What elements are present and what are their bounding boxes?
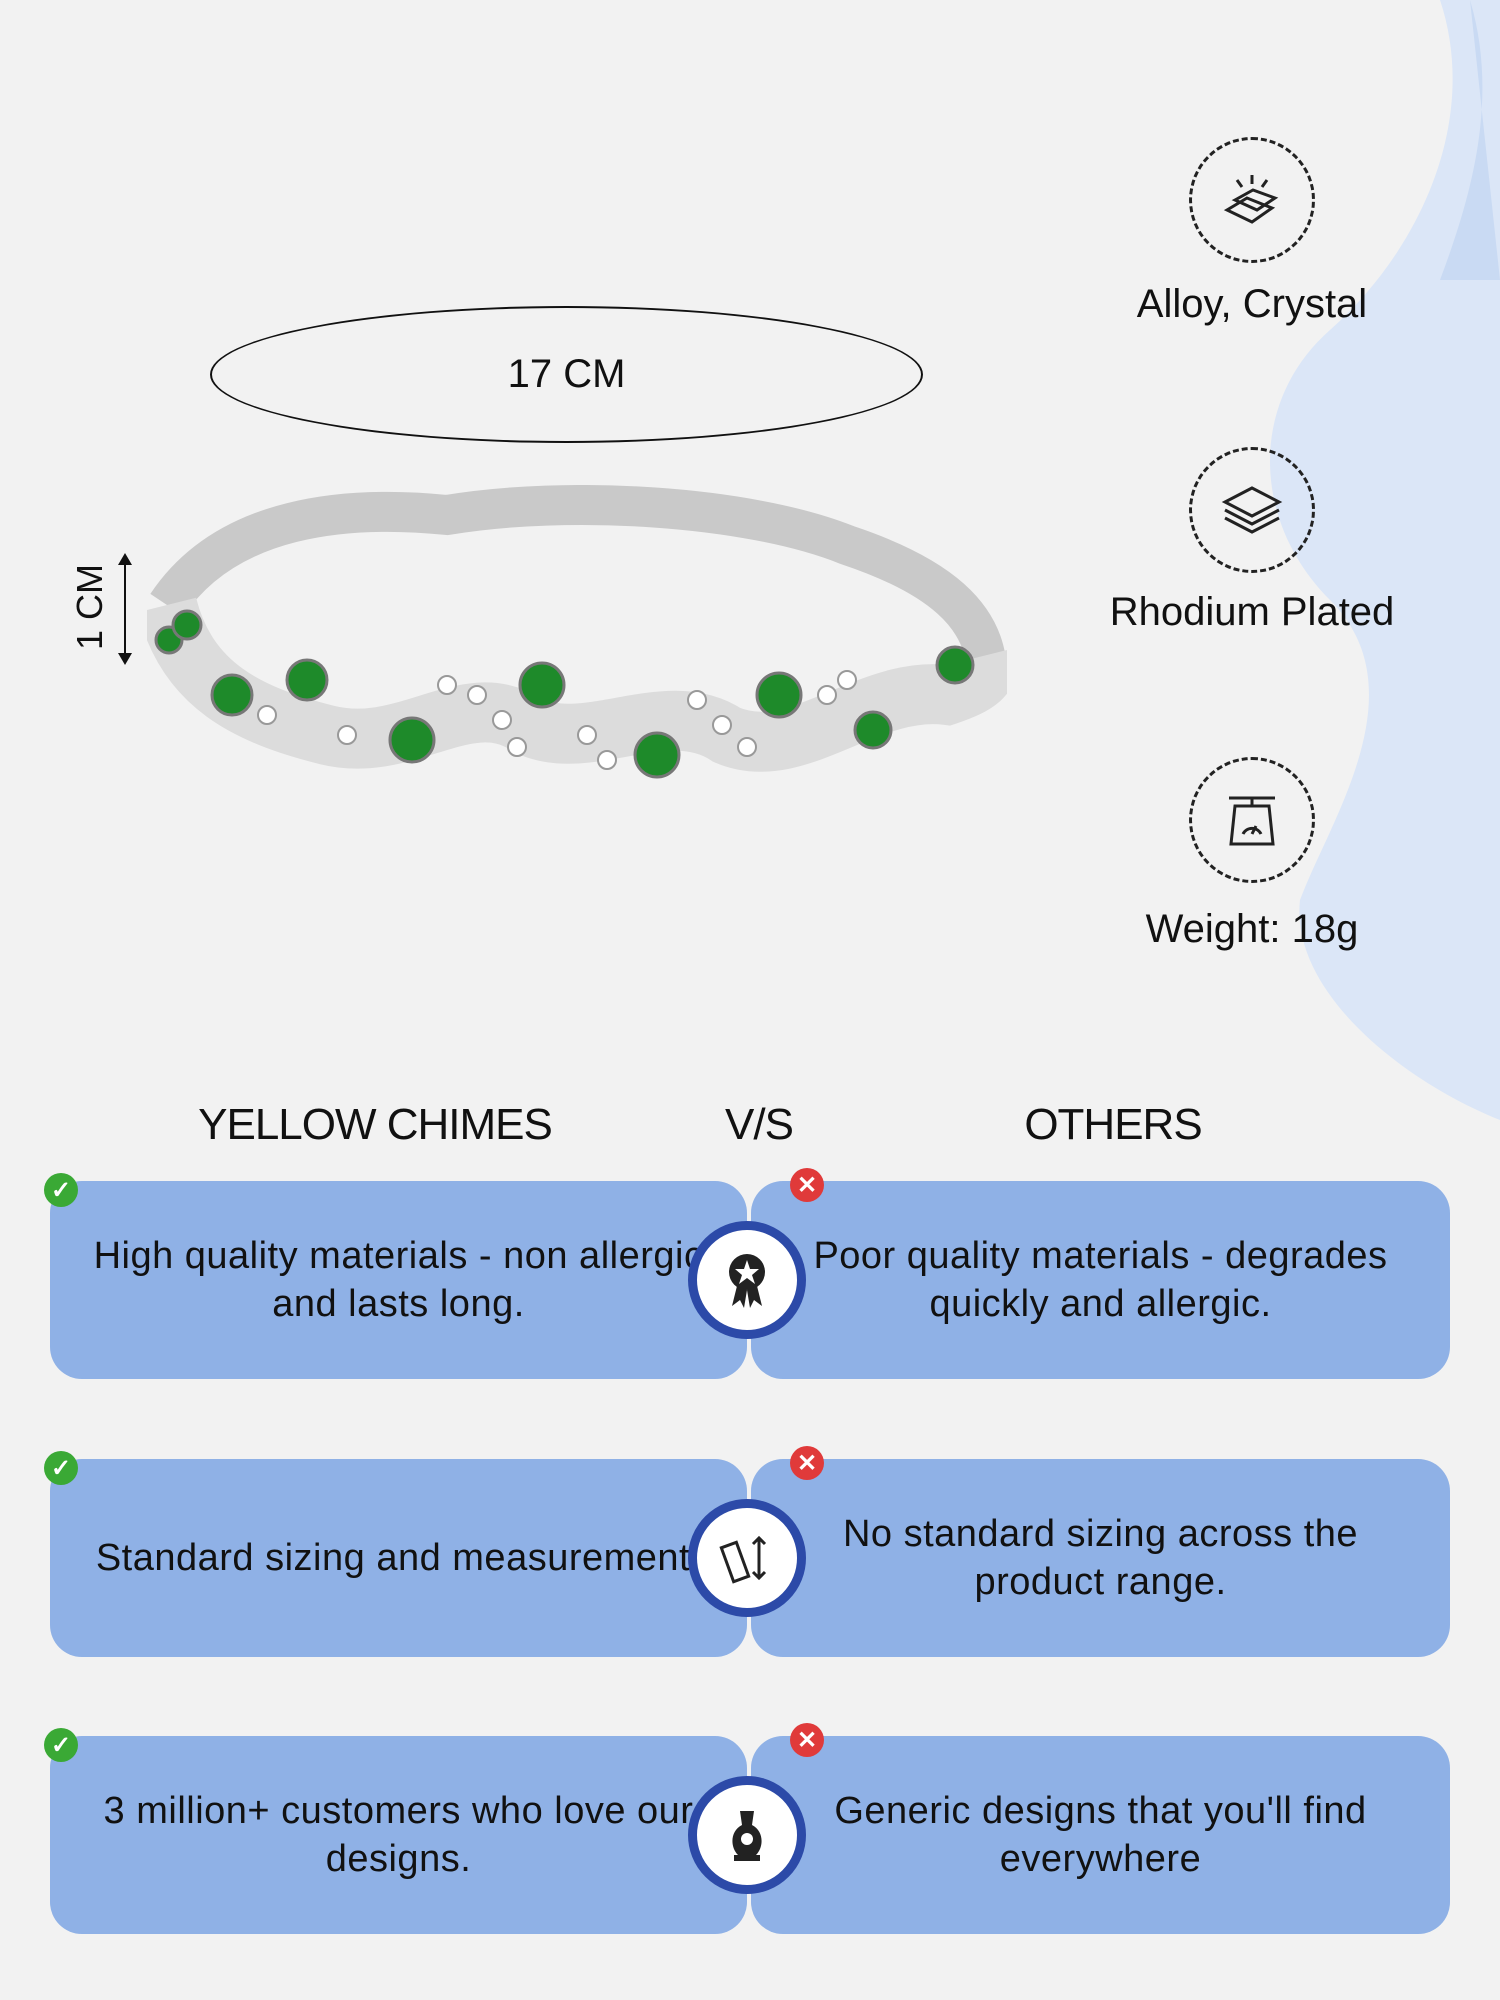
- ours-text: Standard sizing and measurement.: [95, 1537, 702, 1579]
- quality-badge-icon: [688, 1221, 806, 1339]
- brand-heading: YELLOW CHIMES: [198, 1100, 553, 1149]
- width-label: 1 CM: [69, 564, 110, 651]
- ours-text: High quality materials - non allergic an…: [93, 1235, 704, 1325]
- ours-card: Standard sizing and measurement.: [50, 1459, 747, 1657]
- others-heading: OTHERS: [1024, 1100, 1202, 1149]
- check-icon: ✓: [44, 1451, 78, 1485]
- feature-label: Weight: 18g: [1145, 907, 1359, 951]
- width-arrow-icon: [118, 553, 132, 665]
- theirs-card: No standard sizing across the product ra…: [751, 1459, 1450, 1657]
- check-icon: ✓: [44, 1728, 78, 1762]
- theirs-text: Generic designs that you'll find everywh…: [834, 1790, 1367, 1880]
- feature-label: Alloy, Crystal: [1136, 282, 1368, 326]
- cross-icon: ✕: [790, 1723, 824, 1757]
- theirs-card: Generic designs that you'll find everywh…: [751, 1736, 1450, 1934]
- theirs-text: Poor quality materials - degrades quickl…: [813, 1235, 1388, 1325]
- length-measure: 17 CM: [210, 306, 923, 443]
- ours-card: High quality materials - non allergic an…: [50, 1181, 747, 1379]
- ruler-icon: [688, 1499, 806, 1617]
- weighing-scale-icon: [1189, 757, 1315, 883]
- layers-icon: [1189, 447, 1315, 573]
- jewelry-bust-icon: [688, 1776, 806, 1894]
- ours-card: 3 million+ customers who love our design…: [50, 1736, 747, 1934]
- alloy-bars-icon: [1189, 137, 1315, 263]
- feature-label: Rhodium Plated: [1109, 590, 1395, 634]
- cross-icon: ✕: [790, 1446, 824, 1480]
- theirs-text: No standard sizing across the product ra…: [842, 1513, 1359, 1603]
- theirs-card: Poor quality materials - degrades quickl…: [751, 1181, 1450, 1379]
- length-label: 17 CM: [507, 352, 626, 396]
- ours-text: 3 million+ customers who love our design…: [103, 1790, 694, 1880]
- cross-icon: ✕: [790, 1168, 824, 1202]
- bracelet-image: [147, 485, 1007, 779]
- vs-heading: V/S: [725, 1100, 794, 1149]
- check-icon: ✓: [44, 1173, 78, 1207]
